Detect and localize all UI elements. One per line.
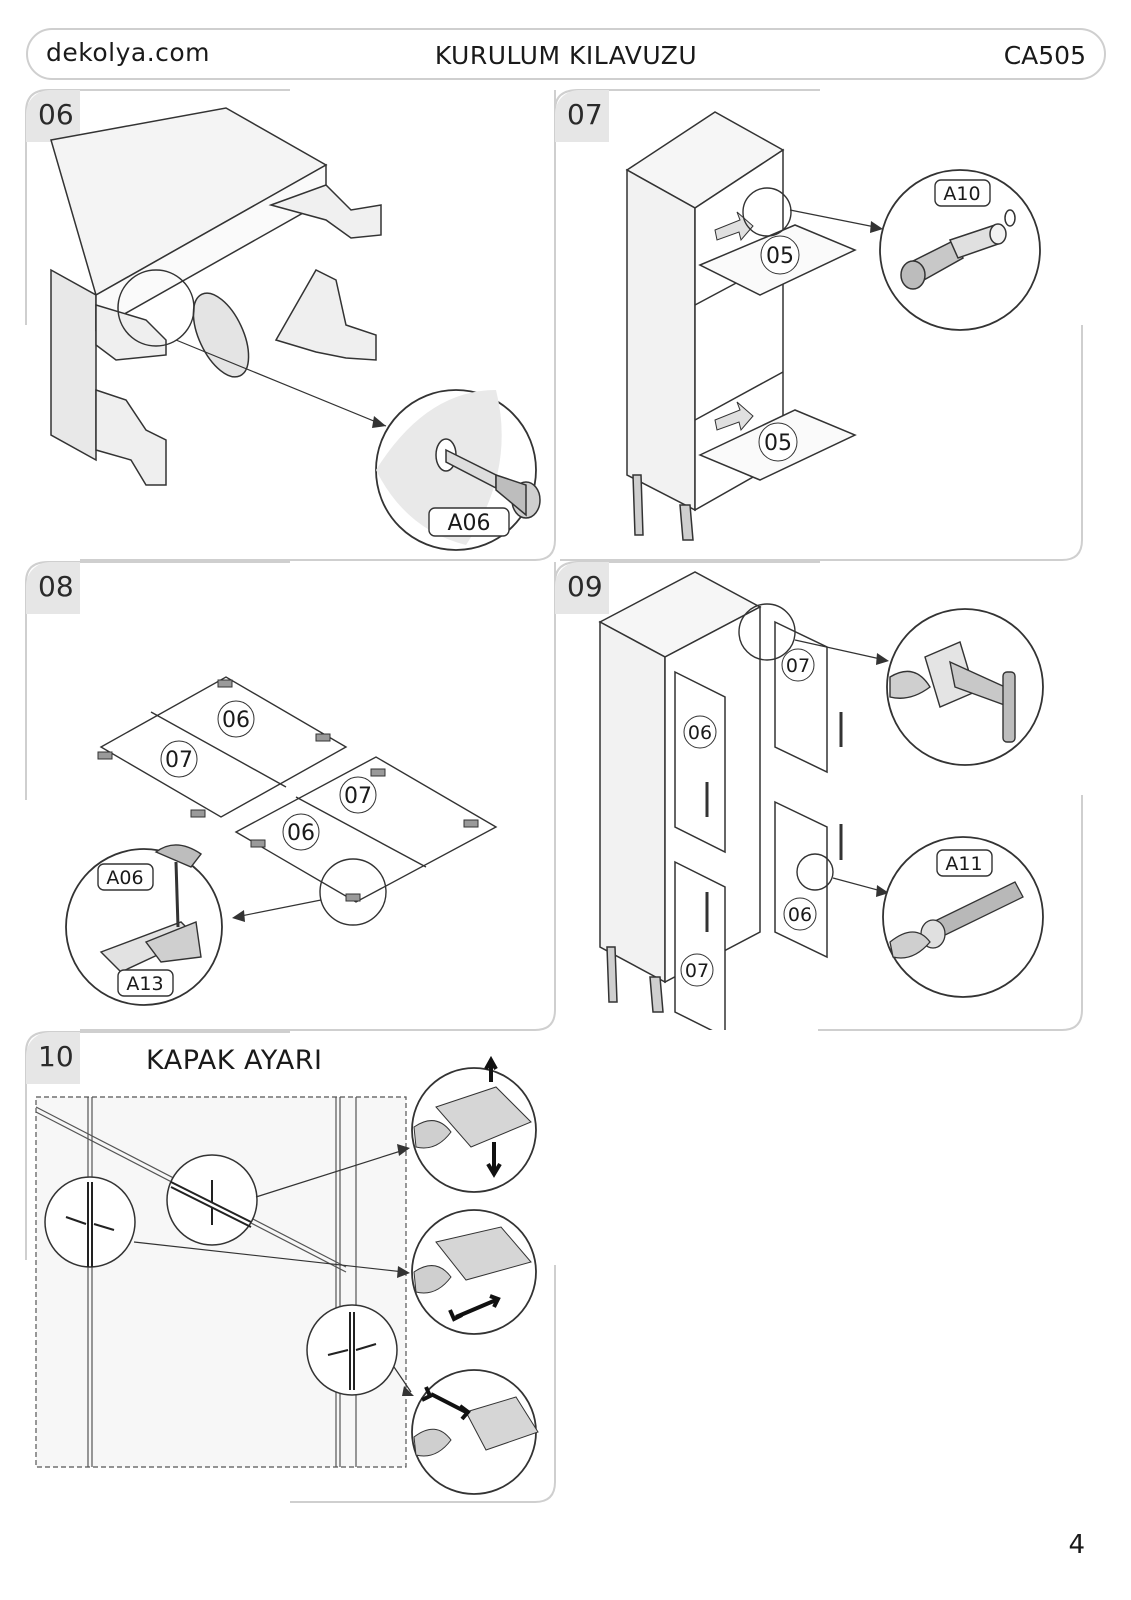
magnifier-callout-icon [742,187,792,237]
part-label-a10: A10 [943,183,980,205]
part-label-a06: A06 [447,511,490,536]
step-08-illustration: 06 07 07 06 A06 A13 [65,676,498,1006]
door-label-07-a: 07 [786,655,810,677]
magnifier-callout-icon [738,603,796,661]
step-07-illustration: 05 05 A10 [625,111,1041,541]
step-08-panel: 08 06 07 07 06 [26,562,556,1030]
step-10-panel: 10 KAPAK AYARI [26,1032,556,1502]
door-label-06-b: 06 [788,904,812,926]
magnifier-callout-icon [117,269,195,347]
step-10-illustration [35,1055,539,1495]
direction-arrow-icon [486,1142,502,1178]
step-number: 08 [26,562,80,614]
step-09-illustration: 07 06 06 07 A11 [598,571,1044,1030]
part-label-a11: A11 [945,853,982,875]
direction-arrow-icon [484,1055,498,1082]
door-label-06-b: 06 [287,821,315,846]
direction-arrow-icon [448,1294,501,1322]
magnifier-callout-icon [319,858,387,926]
header-model: CA505 [1003,41,1086,70]
panel-label-05-bottom: 05 [764,431,792,456]
door-label-06-a: 06 [222,708,250,733]
panel-label-05-top: 05 [766,244,794,269]
direction-arrow-icon [421,1386,471,1421]
step-07-panel: 07 05 05 A10 [555,90,1082,560]
page-number: 4 [1068,1530,1085,1560]
door-label-07-b: 07 [344,784,372,809]
step-number: 06 [26,90,80,142]
header-site: dekolya.com [46,38,211,67]
page-header: dekolya.com KURULUM KILAVUZU CA505 [26,28,1106,80]
part-label-a06: A06 [106,867,143,889]
step-06-panel: 06 A06 [26,90,556,560]
door-label-07-b: 07 [685,960,709,982]
step-10-title: KAPAK AYARI [146,1045,323,1076]
part-label-a13: A13 [126,973,163,995]
door-label-06-a: 06 [688,722,712,744]
step-number: 09 [555,562,609,614]
door-label-07-a: 07 [165,748,193,773]
step-06-illustration: A06 [50,107,541,551]
step-09-panel: 09 07 06 06 07 [555,562,1082,1030]
header-title: KURULUM KILAVUZU [434,41,698,70]
magnifier-callout-icon [796,853,834,891]
step-number: 07 [555,90,609,142]
step-number: 10 [26,1032,80,1084]
